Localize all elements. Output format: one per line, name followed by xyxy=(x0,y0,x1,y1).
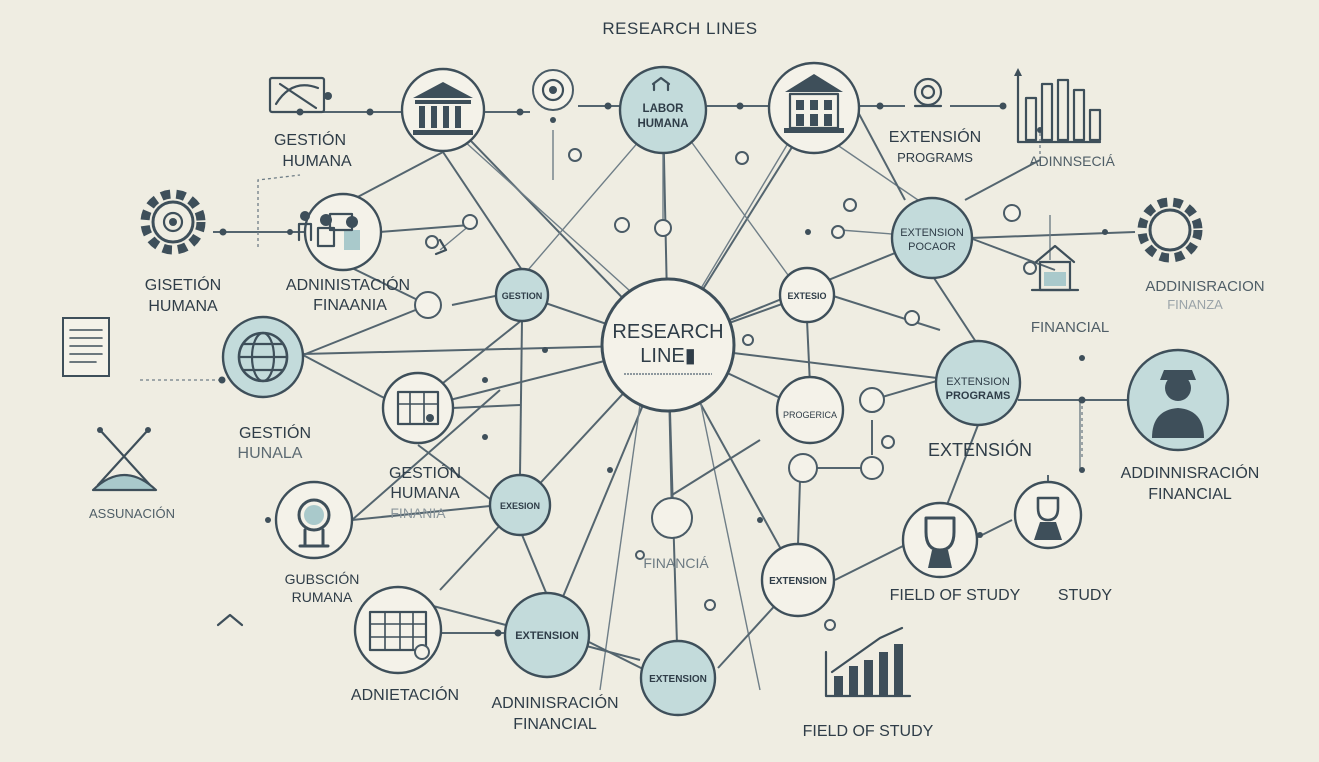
label-addinisracion-finanza-1: ADDINISRACION xyxy=(1145,278,1264,295)
label-gestion-humana-mid-1: GESTIÓN xyxy=(389,463,461,482)
label-assunacion: ASSUNACIÓN xyxy=(89,506,175,521)
bar-chart-icon-top xyxy=(1014,68,1102,144)
balance-icon xyxy=(91,427,158,492)
house-chart-icon xyxy=(1030,244,1080,292)
globe-node xyxy=(221,315,305,399)
person-icon xyxy=(1152,370,1204,438)
calendar-node xyxy=(353,585,443,675)
target-icon xyxy=(541,78,565,102)
trophy-icon-small xyxy=(1034,496,1062,540)
extension-pocaor-line1: EXTENSION xyxy=(900,227,964,239)
gear-icon-right xyxy=(1137,197,1203,263)
diagram-title: RESEARCH LINES xyxy=(602,19,757,38)
extension-lower-node: EXTENSION xyxy=(760,542,836,618)
magnifier-icon xyxy=(297,498,331,548)
label-financia-mid: FINANCIÁ xyxy=(643,555,709,571)
label-gestion-humana-top-1: GESTIÓN xyxy=(274,130,346,149)
label-gestion-hunala-1: GESTIÓN xyxy=(239,423,311,442)
trophy-icon xyxy=(924,516,956,568)
label-finania-faint: FINANIA xyxy=(390,505,446,521)
label-addinisracion-finanza-2: FINANZA xyxy=(1167,297,1223,312)
label-study: STUDY xyxy=(1058,587,1113,604)
label-adnietacion: ADNIETACIÓN xyxy=(351,685,459,704)
exesion-mid-label: EXESION xyxy=(500,501,540,511)
bank-node xyxy=(400,67,486,153)
magnifier-node xyxy=(274,480,354,560)
person-icon-side xyxy=(297,211,313,242)
label-extension-programs-2: PROGRAMS xyxy=(897,150,973,165)
people-icon xyxy=(316,212,360,250)
label-guscion-2: RUMANA xyxy=(292,589,353,605)
research-line-hub: RESEARCH LINE▮ xyxy=(600,277,736,413)
caret-icon xyxy=(216,613,244,627)
extension-bottom-node: EXTENSION xyxy=(639,639,717,717)
map-node xyxy=(381,371,455,445)
hub-label-line1: RESEARCH xyxy=(612,321,723,343)
network-map-icon xyxy=(268,76,332,114)
label-gisetion-1: GISETIÓN xyxy=(145,275,221,294)
bar-chart-icon-bottom xyxy=(824,626,912,698)
building-node xyxy=(767,61,861,155)
label-adnistacion-2: FINAANIA xyxy=(313,297,387,314)
gestion-small-node: GESTION xyxy=(494,267,550,323)
label-field-of-study-right: FIELD OF STUDY xyxy=(890,587,1021,604)
gear-icon xyxy=(140,189,206,255)
label-field-of-study-bottom: FIELD OF STUDY xyxy=(803,723,934,740)
person-node xyxy=(1126,348,1230,452)
label-guscion-1: GUBSCIÓN xyxy=(285,571,360,587)
label-adinnsecia: ADINNSECIÁ xyxy=(1029,153,1115,169)
labor-humana-line1: LABOR xyxy=(643,103,685,115)
label-gestion-humana-mid-2: HUMANA xyxy=(390,485,460,502)
labels: GESTIÓN HUMANA GISETIÓN HUMANA ADNINISTA… xyxy=(89,127,1265,740)
trophy-node-right xyxy=(1013,480,1083,550)
labor-humana-node: LABOR HUMANA xyxy=(618,65,708,155)
people-node xyxy=(303,192,383,272)
label-gestion-hunala-2: HUNALA xyxy=(238,445,303,462)
clock-icon xyxy=(434,238,448,256)
building-icon xyxy=(784,74,844,133)
hub-label-line2: LINE▮ xyxy=(640,345,695,367)
target-icon-right xyxy=(913,77,943,108)
label-addinisracion-2: FINANCIAL xyxy=(1148,486,1232,503)
bank-icon xyxy=(413,82,473,135)
extesio-small-node: EXTESIO xyxy=(778,266,836,324)
label-financial-right: FINANCIAL xyxy=(1031,319,1109,336)
extension-programs-line1: EXTENSION xyxy=(946,376,1010,388)
gestion-small-label: GESTION xyxy=(502,291,543,301)
label-adnisracion-1: ADNINISRACIÓN xyxy=(491,693,618,712)
extension-bottom-label: EXTENSION xyxy=(649,674,707,685)
trophy-node-left xyxy=(901,501,979,579)
label-gisetion-2: HUMANA xyxy=(148,298,218,315)
label-extension-right: EXTENSIÓN xyxy=(928,439,1032,460)
junction-circles xyxy=(414,148,1037,631)
label-addinisracion-1: ADDINNISRACIÓN xyxy=(1121,463,1260,482)
label-gestion-humana-top-2: HUMANA xyxy=(282,153,352,170)
progerica-node: PROGERICA xyxy=(775,375,845,445)
extesio-small-label: EXTESIO xyxy=(787,291,826,301)
map-grid-icon xyxy=(396,390,440,426)
target-node-top xyxy=(532,69,574,111)
label-adnistacion-1: ADNINISTACIÓN xyxy=(286,275,410,294)
extension-programs-node: EXTENSION PROGRAMS xyxy=(934,339,1022,427)
extension-bottom-left-label: EXTENSION xyxy=(515,630,579,642)
labor-humana-line2: HUMANA xyxy=(637,118,688,130)
extension-bottom-left-node: EXTENSION xyxy=(503,591,591,679)
extension-lower-label: EXTENSION xyxy=(769,576,827,587)
exesion-mid-node: EXESION xyxy=(488,473,552,537)
calendar-grid-icon xyxy=(368,610,430,660)
label-extension-programs-1: EXTENSIÓN xyxy=(889,127,981,146)
progerica-label: PROGERICA xyxy=(783,410,837,420)
extension-pocaor-node: EXTENSION POCAOR xyxy=(890,196,974,280)
extension-pocaor-line2: POCAOR xyxy=(908,241,956,253)
globe-icon xyxy=(237,331,289,383)
document-icon xyxy=(62,317,110,377)
label-adnisracion-2: FINANCIAL xyxy=(513,716,597,733)
extension-programs-line2: PROGRAMS xyxy=(946,390,1011,402)
